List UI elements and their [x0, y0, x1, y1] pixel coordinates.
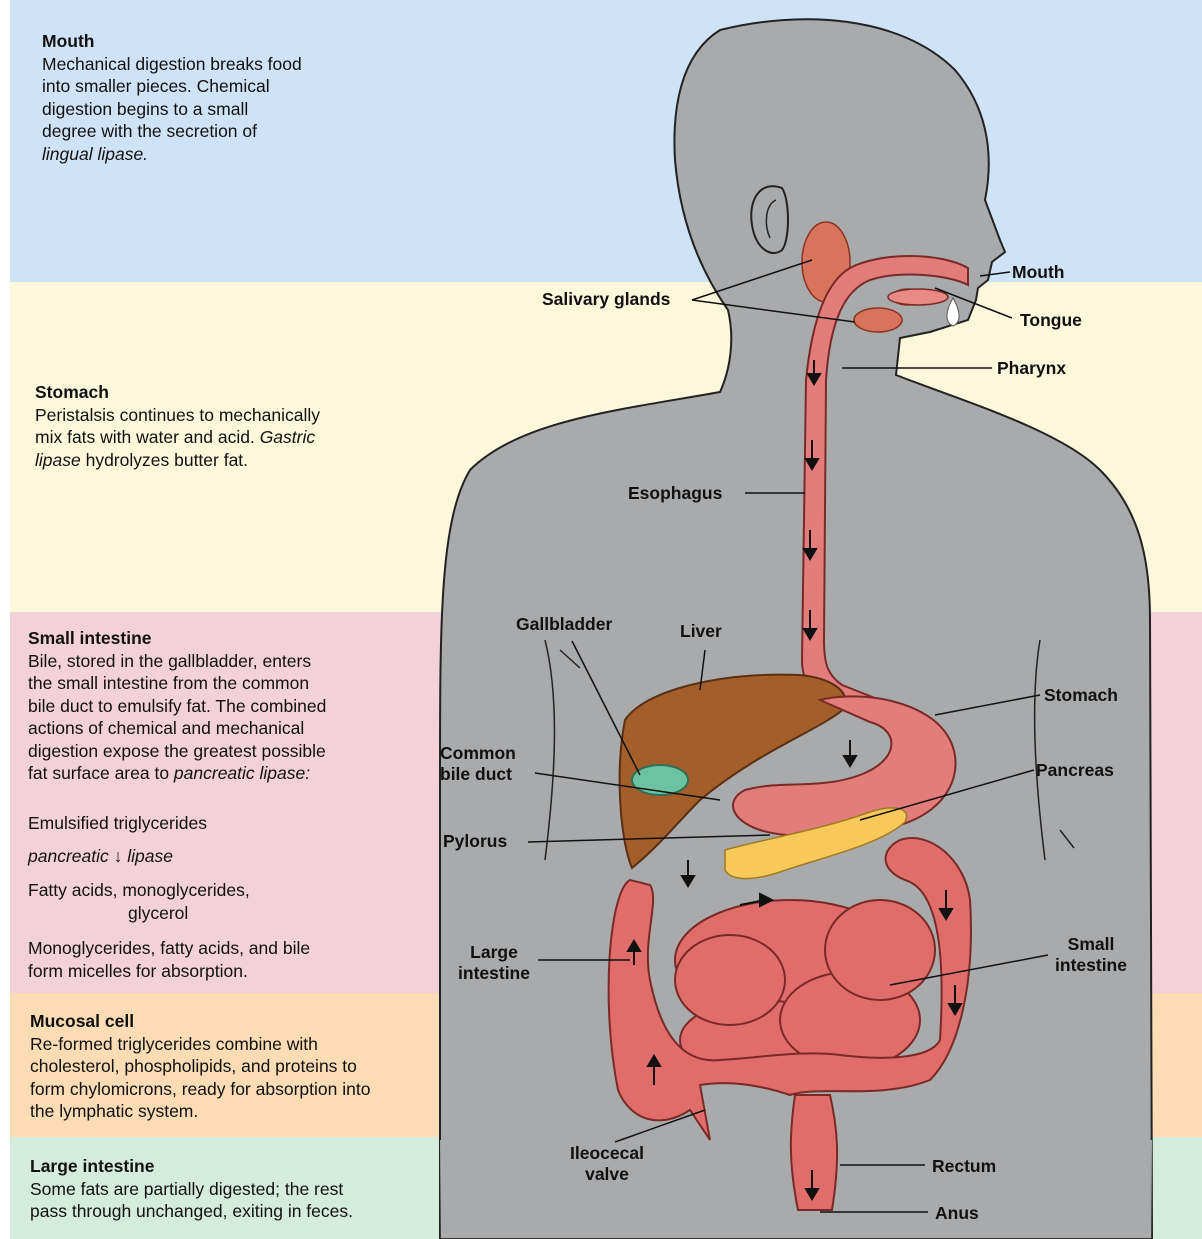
section-line: Bile, stored in the gallbladder, enters	[28, 650, 428, 673]
enzyme-name: lingual lipase.	[42, 144, 148, 164]
label-tongue: Tongue	[1020, 310, 1082, 331]
label-pylorus: Pylorus	[443, 831, 507, 852]
section-line: digestion expose the greatest possible	[28, 740, 428, 763]
pathway-enzyme: pancreatic ↓ lipase	[28, 845, 428, 868]
label-liver: Liver	[680, 621, 722, 642]
section-line: into smaller pieces. Chemical	[42, 75, 402, 98]
section-heading: Stomach	[35, 381, 415, 404]
enzyme-name: Gastric	[260, 427, 315, 447]
label-pharynx: Pharynx	[997, 358, 1066, 379]
label-rectum: Rectum	[932, 1156, 996, 1177]
label-esophagus: Esophagus	[628, 483, 722, 504]
section-line: the lymphatic system.	[30, 1100, 470, 1123]
section-heading: Large intestine	[30, 1155, 450, 1178]
section-line: mix fats with water and acid. Gastric	[35, 426, 415, 449]
section-line: pass through unchanged, exiting in feces…	[30, 1200, 450, 1223]
section-heading: Mucosal cell	[30, 1010, 470, 1033]
section-line: actions of chemical and mechanical	[28, 717, 428, 740]
label-mouth: Mouth	[1012, 262, 1064, 283]
section-line: bile duct to emulsify fat. The combined	[28, 695, 428, 718]
section-line: the small intestine from the common	[28, 672, 428, 695]
section-heading: Mouth	[42, 30, 402, 53]
section-mucosal-cell: Mucosal cell Re-formed triglycerides com…	[30, 1010, 470, 1123]
enzyme-name: lipase	[35, 450, 81, 470]
label-pancreas: Pancreas	[1036, 760, 1114, 781]
section-line: Peristalsis continues to mechanically	[35, 404, 415, 427]
down-arrow-icon: ↓	[114, 846, 123, 866]
label-large-intestine: Large intestine	[452, 942, 536, 984]
section-large-intestine: Large intestine Some fats are partially …	[30, 1155, 450, 1223]
section-line: Re-formed triglycerides combine with	[30, 1033, 470, 1056]
section-line: fat surface area to pancreatic lipase:	[28, 762, 428, 785]
pathway-step-1: Emulsified triglycerides	[28, 812, 428, 835]
label-small-intestine: Small intestine	[1048, 934, 1134, 976]
pathway-step-3: Monoglycerides, fatty acids, and bile fo…	[28, 937, 428, 982]
section-line: Some fats are partially digested; the re…	[30, 1178, 450, 1201]
section-stomach: Stomach Peristalsis continues to mechani…	[35, 381, 415, 471]
section-line: lipase hydrolyzes butter fat.	[35, 449, 415, 472]
section-line: cholesterol, phospholipids, and proteins…	[30, 1055, 470, 1078]
label-stomach: Stomach	[1044, 685, 1118, 706]
enzyme-name: pancreatic lipase:	[174, 763, 310, 783]
section-small-intestine: Small intestine Bile, stored in the gall…	[28, 627, 428, 785]
label-common-bile-duct: Common bile duct	[440, 743, 516, 785]
section-mouth: Mouth Mechanical digestion breaks food i…	[42, 30, 402, 165]
label-ileocecal-valve: Ileocecal valve	[560, 1143, 654, 1185]
section-line: form chylomicrons, ready for absorption …	[30, 1078, 470, 1101]
label-salivary-glands: Salivary glands	[542, 289, 670, 310]
section-line: degree with the secretion of	[42, 120, 402, 143]
section-line: digestion begins to a small	[42, 98, 402, 121]
label-anus: Anus	[935, 1203, 979, 1224]
section-line: Mechanical digestion breaks food	[42, 53, 402, 76]
pathway-step-2: Fatty acids, monoglycerides, glycerol	[28, 879, 428, 924]
label-gallbladder: Gallbladder	[516, 614, 612, 635]
section-heading: Small intestine	[28, 627, 428, 650]
section-line: lingual lipase.	[42, 143, 402, 166]
tongue-shape	[888, 289, 948, 305]
